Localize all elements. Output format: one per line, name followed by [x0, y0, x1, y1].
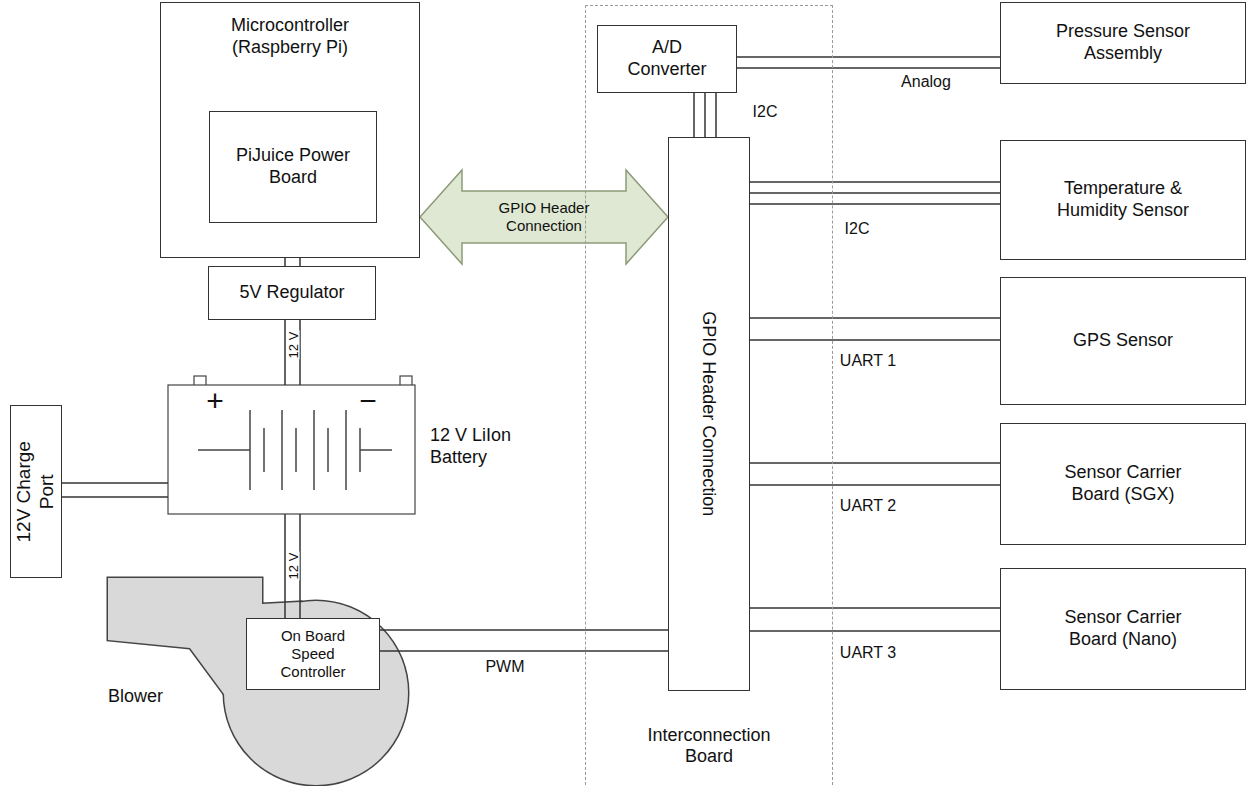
sensor-box: Pressure Sensor Assembly — [1000, 2, 1246, 84]
charge-port-box: 12V Charge Port — [10, 405, 62, 578]
node-text: 12 V LiIon Battery — [430, 425, 540, 468]
node-text: 5V Regulator — [217, 282, 367, 304]
signal-label: Analog — [899, 73, 953, 91]
signal-label: I2C — [751, 103, 780, 121]
connector — [285, 320, 300, 385]
connector — [380, 630, 668, 651]
speed-controller-box: On Board Speed Controller — [246, 618, 380, 690]
sensor-box: Sensor Carrier Board (Nano) — [1000, 568, 1246, 690]
connector — [750, 182, 1000, 204]
connector — [285, 514, 300, 618]
node-text: GPS Sensor — [1043, 330, 1203, 352]
connector — [750, 608, 1000, 631]
signal-label: 12 V — [286, 552, 299, 581]
signal-label: 12 V — [286, 331, 299, 360]
terminal-sign: + — [204, 384, 226, 417]
connector — [420, 170, 668, 264]
connector — [737, 57, 1000, 68]
node-text: GPIO Header Connection — [698, 311, 720, 516]
node-text: 12V Charge Port — [13, 437, 59, 547]
power-board-box: PiJuice Power Board — [209, 111, 377, 223]
signal-label: I2C — [843, 220, 872, 238]
interconnection-board-region: Interconnection Board A/D ConverterGPIO H… — [585, 5, 833, 786]
node-text: Sensor Carrier Board (SGX) — [1043, 462, 1203, 505]
blower-housing — [108, 578, 408, 785]
sensor-box: GPS Sensor — [1000, 277, 1246, 405]
sensor-box: Temperature & Humidity Sensor — [1000, 140, 1246, 260]
node-text: On Board Speed Controller — [263, 627, 363, 681]
signal-label: GPIO Header Connection — [467, 199, 621, 235]
signal-label: PWM — [483, 658, 526, 676]
signal-label: UART 1 — [838, 352, 898, 370]
connector — [62, 483, 168, 497]
regulator-box: 5V Regulator — [208, 266, 376, 320]
node-text: A/D Converter — [612, 37, 722, 80]
node-text: Microcontroller (Raspberry Pi) — [205, 15, 375, 58]
gpio-header-box: GPIO Header Connection — [668, 137, 750, 691]
node-text: Interconnection Board — [624, 725, 794, 768]
node-text: PiJuice Power Board — [228, 145, 358, 188]
connector — [750, 463, 1000, 485]
connector — [750, 318, 1000, 340]
battery: 12 V LiIon Battery — [168, 385, 415, 514]
adc-box: A/D Converter — [597, 25, 737, 93]
node-text: Blower — [108, 686, 163, 708]
connector — [694, 93, 716, 137]
blower: Blower On Board Speed Controller — [108, 578, 410, 786]
node-text: Sensor Carrier Board (Nano) — [1043, 607, 1203, 650]
terminal-sign: − — [357, 384, 379, 417]
signal-label: UART 2 — [838, 497, 898, 515]
node-text: Pressure Sensor Assembly — [1043, 21, 1203, 64]
signal-label: UART 3 — [838, 644, 898, 662]
battery-symbol — [168, 376, 415, 514]
sensor-box: Sensor Carrier Board (SGX) — [1000, 423, 1246, 545]
node-text: Temperature & Humidity Sensor — [1043, 178, 1203, 221]
microcontroller-box: Microcontroller (Raspberry Pi) PiJuice Po… — [160, 2, 420, 258]
